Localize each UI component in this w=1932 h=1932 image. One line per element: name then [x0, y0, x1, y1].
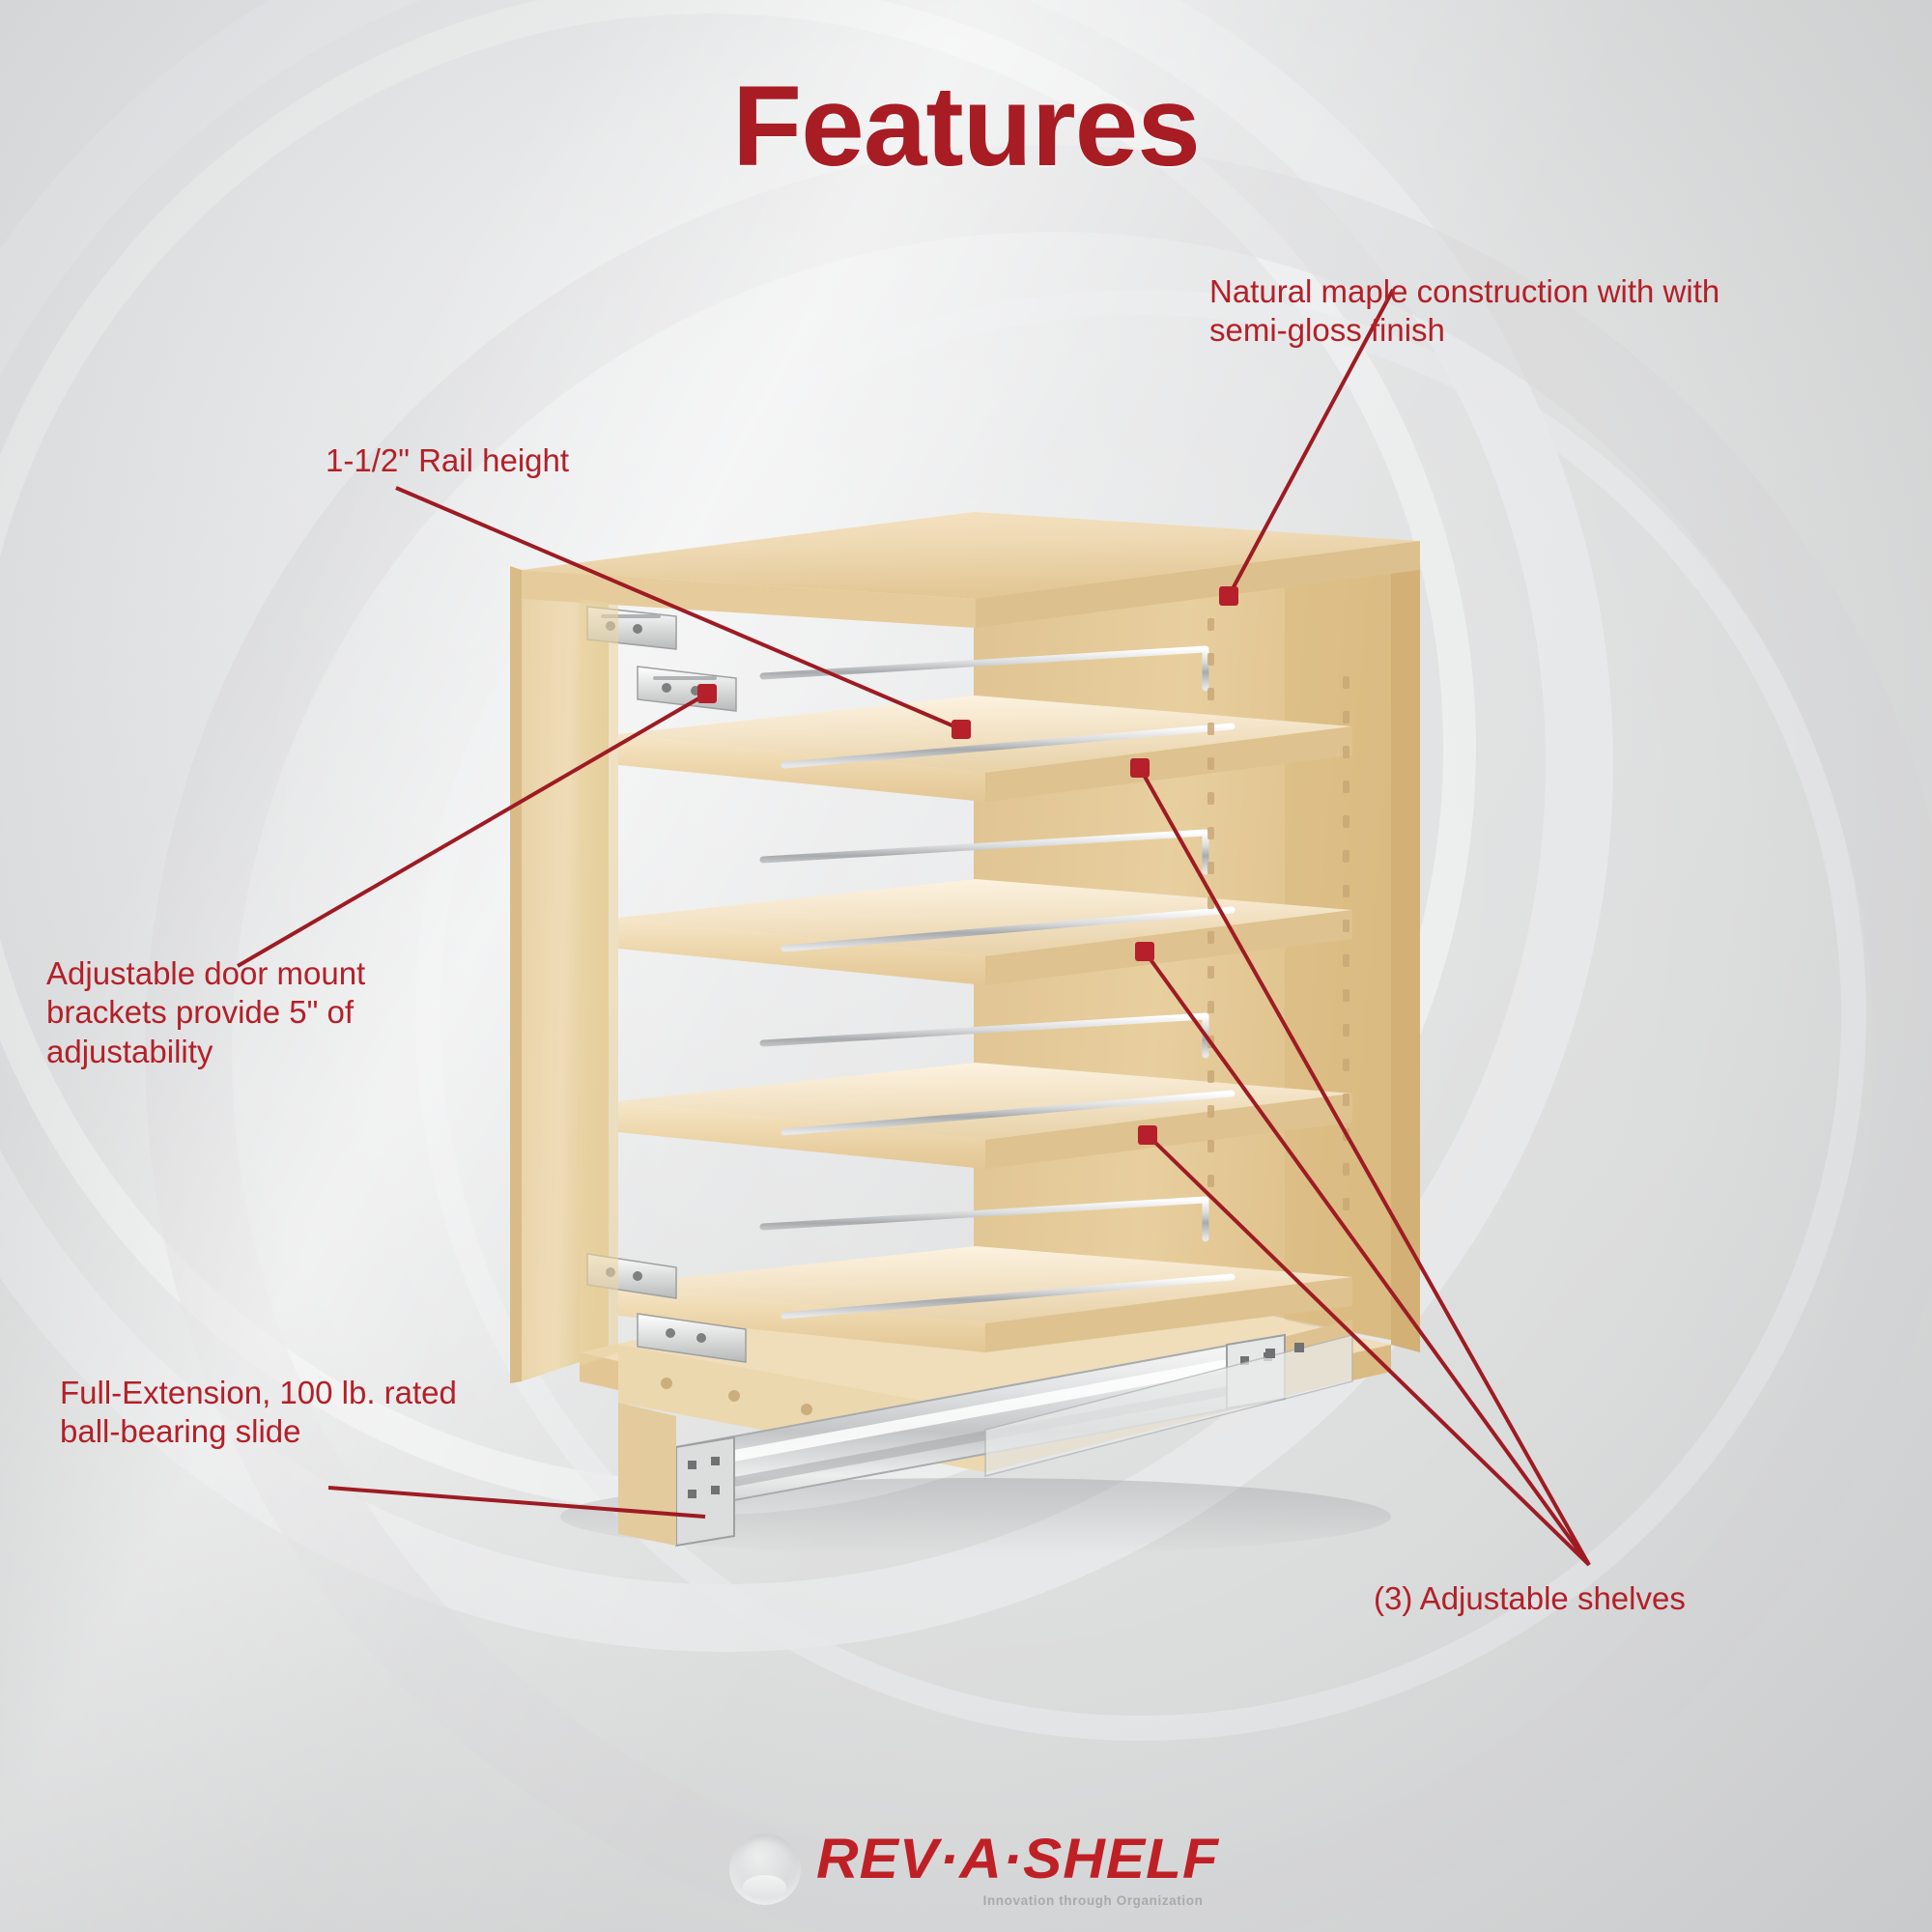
callout-ball-bearing-slide: Full-Extension, 100 lb. rated ball-beari…	[60, 1375, 457, 1450]
callout-rail-height: 1-1/2" Rail height	[326, 442, 570, 478]
callout-door-mount-brackets: Adjustable door mount brackets provide 5…	[46, 955, 366, 1069]
brand-logo: REV·A·SHELF Innovation through Organizat…	[0, 1831, 1932, 1908]
page-title: Features	[732, 63, 1201, 190]
callout-adjustable-shelves: (3) Adjustable shelves	[1374, 1580, 1686, 1616]
logo-text-block: REV·A·SHELF Innovation through Organizat…	[816, 1831, 1218, 1908]
brand-tagline: Innovation through Organization	[982, 1892, 1204, 1908]
rev-a-shelf-mark-icon	[728, 1833, 801, 1905]
brand-wordmark: REV·A·SHELF	[815, 1827, 1219, 1890]
callout-natural-maple: Natural maple construction with with sem…	[1209, 273, 1720, 349]
